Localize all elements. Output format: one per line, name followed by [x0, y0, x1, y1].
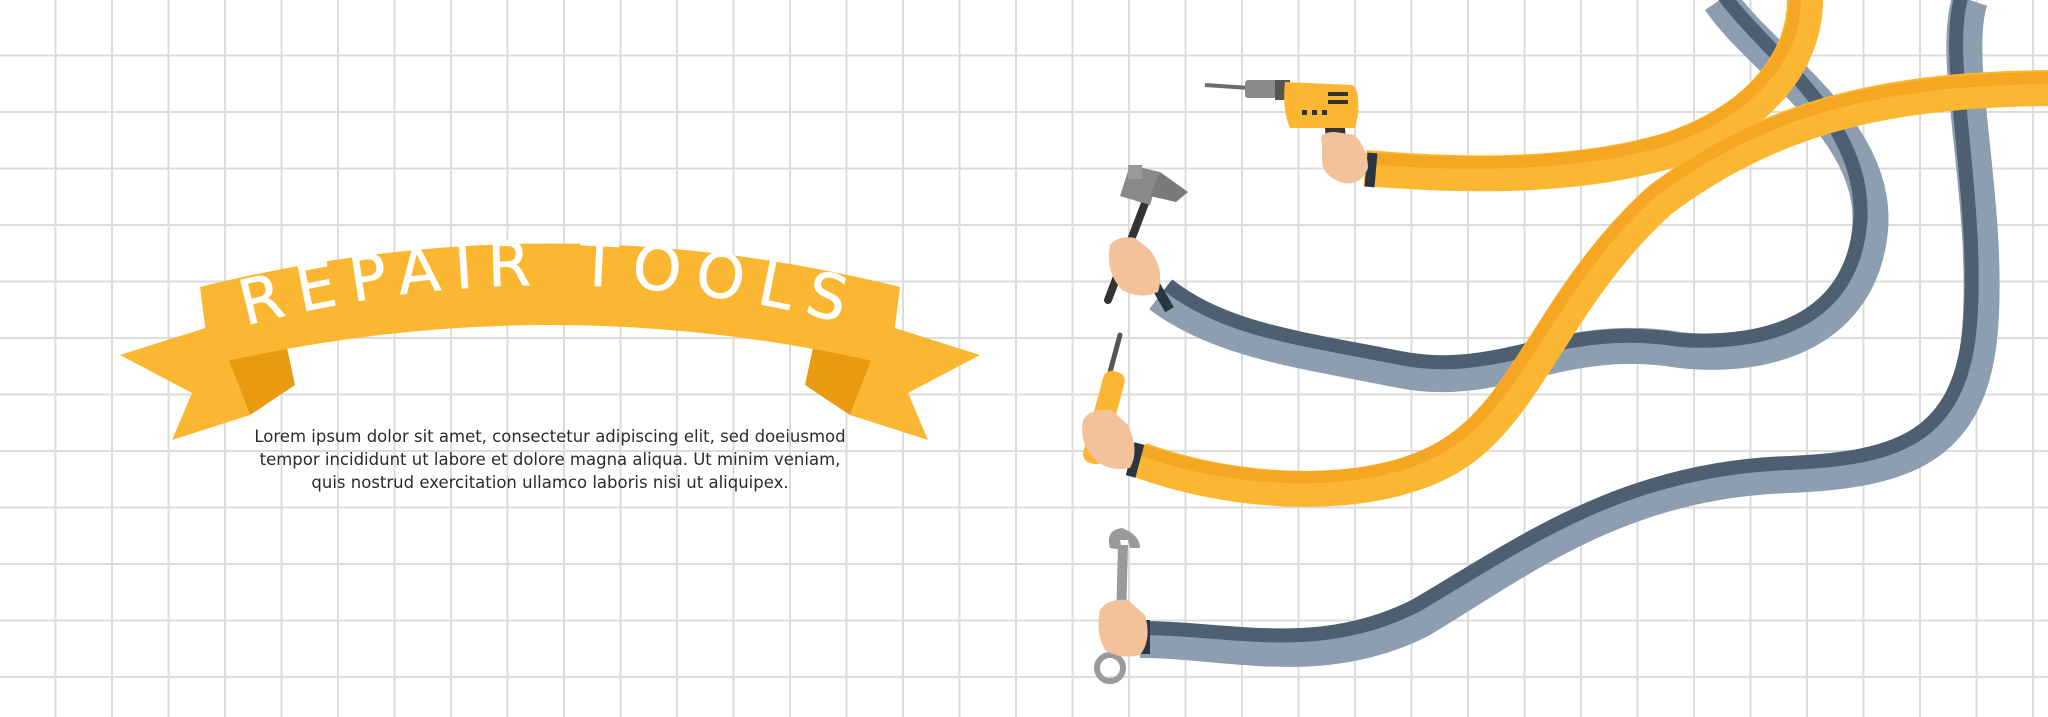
drill-icon [1204, 80, 1368, 184]
hand-wrench [1098, 599, 1148, 657]
wrench-icon [1094, 528, 1148, 684]
hand-hammer [1108, 237, 1161, 296]
screwdriver-icon [1082, 332, 1135, 470]
description-text: Lorem ipsum dolor sit amet, consectetur … [230, 425, 870, 494]
yellow-arm-screwdriver [1133, 70, 2048, 507]
cuff-drill [1364, 152, 1378, 188]
cuff-screwdriver [1125, 442, 1145, 478]
yellow-arm-drill [1363, 0, 1823, 192]
gray-arm-wrench [1139, 0, 2000, 667]
hammer-icon [1104, 165, 1188, 304]
description-line: quis nostrud exercitation ullamco labori… [311, 473, 789, 492]
hand-drill [1321, 132, 1368, 184]
repair-tools-banner: REPAIR TOOLS [120, 226, 980, 440]
ribbon-band [200, 243, 900, 365]
description-line: Lorem ipsum dolor sit amet, consectetur … [254, 427, 846, 446]
hand-screwdriver [1082, 409, 1135, 470]
description-line: tempor incididunt ut labore et dolore ma… [259, 450, 841, 469]
